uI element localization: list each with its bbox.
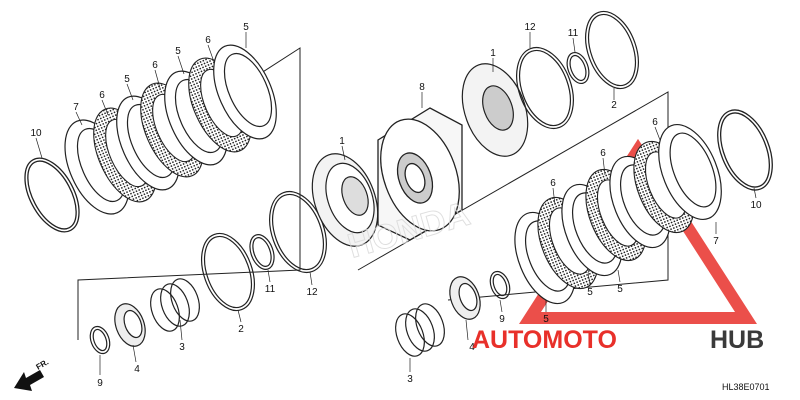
callout-number: 1 bbox=[339, 136, 345, 147]
callout-numbers: 10 7 6 5 6 5 6 5 9 4 3 2 11 12 1 8 1 12 … bbox=[30, 22, 762, 389]
callout-number: 9 bbox=[499, 314, 505, 325]
bearing-4-left bbox=[114, 303, 146, 347]
callout-number: 12 bbox=[524, 22, 536, 33]
o-ring-11-left bbox=[249, 234, 275, 270]
clutch-drum-8 bbox=[377, 107, 463, 241]
callout-number: 2 bbox=[611, 100, 617, 111]
spring-3-right bbox=[395, 303, 445, 357]
callout-number: 6 bbox=[652, 117, 658, 128]
callout-number: 2 bbox=[238, 324, 244, 335]
spring-3-left bbox=[150, 278, 200, 332]
snap-ring-10-left bbox=[24, 157, 80, 233]
arrow-icon bbox=[14, 370, 44, 391]
callout-number: 6 bbox=[600, 148, 606, 159]
snap-ring-9-left bbox=[89, 325, 111, 355]
piston-1-center bbox=[311, 153, 379, 247]
snap-ring-9-right bbox=[489, 270, 511, 300]
callout-number: 3 bbox=[179, 342, 185, 353]
snap-ring-10-right bbox=[717, 109, 773, 191]
piston-1-right bbox=[461, 63, 529, 157]
o-ring-12-right bbox=[516, 46, 574, 130]
callout-number: 6 bbox=[205, 35, 211, 46]
callout-number: 6 bbox=[550, 178, 556, 189]
direction-label: FR. bbox=[35, 357, 51, 371]
callout-number: 9 bbox=[97, 378, 103, 389]
o-ring-2-right bbox=[585, 10, 639, 90]
callout-number: 7 bbox=[73, 102, 79, 113]
callout-number: 4 bbox=[469, 342, 475, 353]
callout-number: 8 bbox=[419, 82, 425, 93]
callout-number: 7 bbox=[713, 236, 719, 247]
callout-number: 5 bbox=[587, 287, 593, 298]
callout-number: 10 bbox=[750, 200, 762, 211]
callout-number: 5 bbox=[124, 74, 130, 85]
callout-number: 12 bbox=[306, 287, 318, 298]
callout-number: 1 bbox=[490, 48, 496, 59]
automotohub-watermark: AUTOMOTO HUB bbox=[472, 326, 764, 354]
leader-lines bbox=[35, 32, 757, 375]
callout-number: 3 bbox=[407, 374, 413, 385]
callout-number: 6 bbox=[99, 90, 105, 101]
callout-number: 4 bbox=[134, 364, 140, 375]
callout-number: 11 bbox=[265, 284, 276, 295]
callout-number: 6 bbox=[152, 60, 158, 71]
drawing-code: HL38E0701 bbox=[722, 382, 770, 392]
callout-number: 5 bbox=[175, 46, 181, 57]
callout-number: 10 bbox=[30, 128, 42, 139]
o-ring-11-right bbox=[566, 51, 590, 85]
callout-number: 5 bbox=[617, 284, 623, 295]
callout-number: 5 bbox=[543, 314, 549, 325]
callout-number: 11 bbox=[568, 28, 579, 39]
end-plate-7-right bbox=[658, 123, 722, 221]
front-direction-arrow: FR. bbox=[14, 357, 50, 391]
bearing-4-right bbox=[449, 276, 481, 320]
watermark-text-primary: AUTOMOTO bbox=[472, 326, 617, 354]
clutch-plate-5-c bbox=[213, 44, 277, 140]
o-ring-2-left bbox=[201, 232, 255, 312]
watermark-text-secondary: HUB bbox=[710, 326, 764, 354]
callout-number: 5 bbox=[243, 22, 249, 33]
